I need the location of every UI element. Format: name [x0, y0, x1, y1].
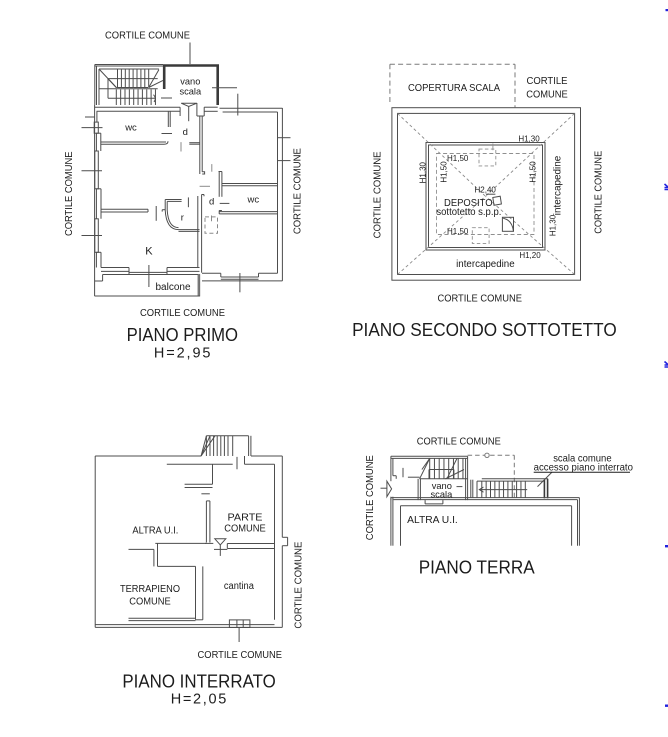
svg-text:d: d — [183, 127, 188, 138]
svg-text:H1,30: H1,30 — [518, 135, 540, 144]
svg-text:COMUNE: COMUNE — [129, 597, 171, 608]
svg-text:PIANO TERRA: PIANO TERRA — [419, 556, 536, 577]
svg-text:balcone: balcone — [155, 282, 190, 293]
svg-text:PIANO SECONDO SOTTOTETTO: PIANO SECONDO SOTTOTETTO — [352, 320, 617, 340]
svg-text:ALTRA U.I.: ALTRA U.I. — [132, 526, 178, 537]
svg-text:PIANO INTERRATO: PIANO INTERRATO — [122, 670, 275, 691]
svg-text:COMUNE: COMUNE — [224, 524, 266, 535]
svg-text:d: d — [209, 197, 214, 208]
svg-text:TERRAPIENO: TERRAPIENO — [120, 584, 180, 595]
svg-text:ALTRA U.I.: ALTRA U.I. — [407, 515, 458, 526]
svg-text:cantina: cantina — [224, 581, 254, 592]
svg-text:H1,50: H1,50 — [528, 161, 537, 183]
svg-text:accesso piano interrato: accesso piano interrato — [534, 462, 634, 473]
svg-text:intercapedine: intercapedine — [456, 259, 515, 270]
svg-text:CORTILE: CORTILE — [527, 76, 568, 87]
svg-text:H=2,05: H=2,05 — [171, 691, 227, 707]
svg-text:CORTILE COMUNE: CORTILE COMUNE — [365, 455, 376, 540]
svg-text:scala comune: scala comune — [553, 453, 612, 464]
svg-text:H1,30: H1,30 — [418, 161, 427, 183]
svg-text:DEPOSITO: DEPOSITO — [444, 198, 493, 209]
svg-text:r: r — [181, 213, 184, 224]
svg-text:CORTILE COMUNE: CORTILE COMUNE — [64, 151, 75, 236]
svg-text:CORTILE COMUNE: CORTILE COMUNE — [594, 151, 605, 234]
svg-text:wc: wc — [124, 122, 137, 133]
svg-text:H2,40: H2,40 — [475, 186, 497, 195]
svg-text:COPERTURA SCALA: COPERTURA SCALA — [408, 83, 500, 94]
svg-text:scala: scala — [179, 87, 202, 97]
svg-text:PIANO PRIMO: PIANO PRIMO — [127, 325, 238, 345]
svg-text:H1,50: H1,50 — [440, 161, 449, 183]
svg-text:intercapedine: intercapedine — [552, 155, 563, 215]
svg-text:sottotetto s.p.p.: sottotetto s.p.p. — [436, 207, 501, 218]
svg-text:PARTE: PARTE — [228, 513, 263, 524]
svg-text:CORTILE COMUNE: CORTILE COMUNE — [372, 151, 383, 238]
svg-text:CORTILE COMUNE: CORTILE COMUNE — [294, 541, 305, 628]
svg-text:vano: vano — [432, 481, 452, 491]
svg-text:CORTILE COMUNE: CORTILE COMUNE — [437, 294, 522, 305]
svg-text:scala: scala — [431, 490, 454, 500]
svg-text:K: K — [145, 246, 153, 258]
svg-text:H1,50: H1,50 — [447, 154, 469, 163]
svg-text:CORTILE COMUNE: CORTILE COMUNE — [140, 308, 225, 319]
svg-text:H1,30: H1,30 — [549, 214, 558, 236]
svg-text:COMUNE: COMUNE — [526, 90, 568, 101]
svg-text:CORTILE COMUNE: CORTILE COMUNE — [105, 30, 190, 41]
svg-text:wc: wc — [246, 194, 259, 205]
svg-text:H1,50: H1,50 — [447, 227, 469, 236]
svg-text:CORTILE COMUNE: CORTILE COMUNE — [417, 436, 501, 447]
svg-text:vano: vano — [180, 77, 200, 87]
svg-text:CORTILE COMUNE: CORTILE COMUNE — [198, 650, 283, 661]
svg-text:H1,20: H1,20 — [519, 251, 541, 260]
svg-text:CORTILE COMUNE: CORTILE COMUNE — [293, 148, 304, 234]
svg-text:H=2,95: H=2,95 — [154, 345, 211, 361]
